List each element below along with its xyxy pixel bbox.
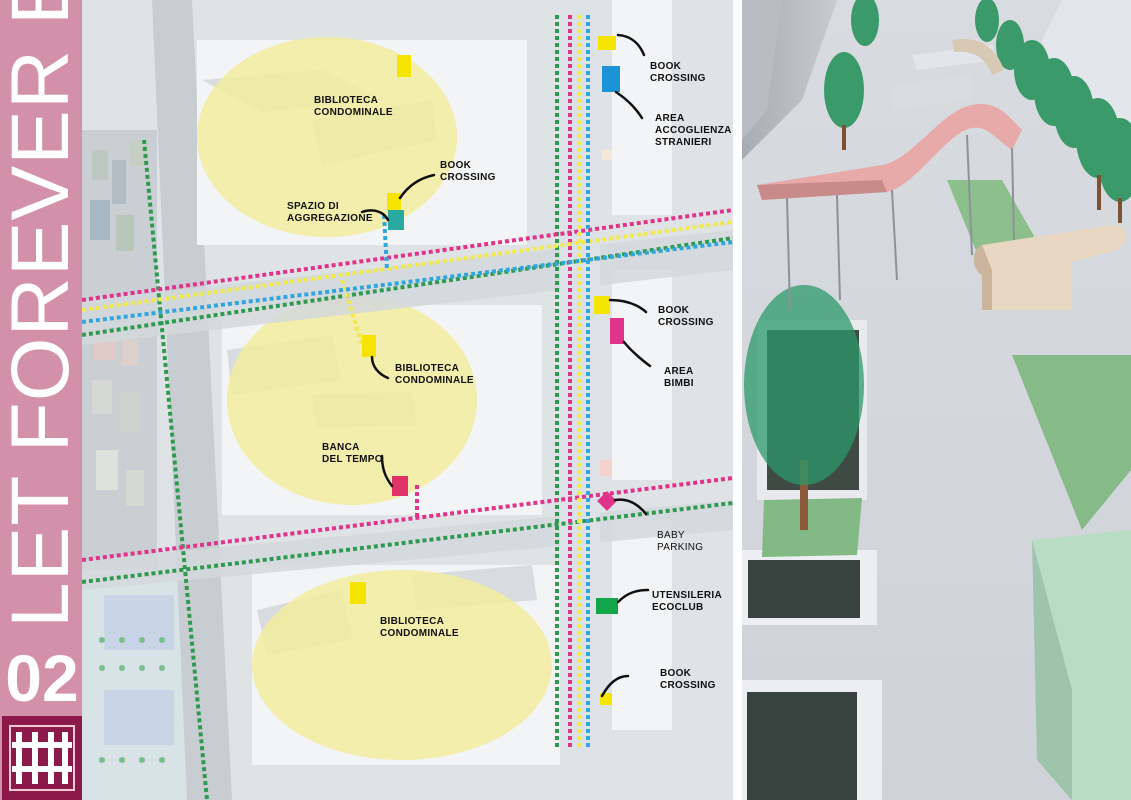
- label-banca-del-tempo: BANCA DEL TEMPO: [322, 442, 383, 466]
- label-line: AGGREGAZIONE: [287, 213, 373, 224]
- label-line: CONDOMINALE: [395, 375, 474, 386]
- site-plan-map: [82, 0, 733, 800]
- label-line: BABY: [657, 530, 685, 541]
- label-line: BOOK: [660, 668, 692, 679]
- label-line: ACCOGLIENZA: [655, 125, 732, 136]
- label-line: BIMBI: [664, 378, 694, 389]
- label-line: AREA: [655, 113, 685, 124]
- label-biblioteca-1: BIBLIOTECA CONDOMINALE: [314, 95, 393, 119]
- label-line: BANCA: [322, 442, 360, 453]
- poster-title: LET FOREVER BE: [0, 0, 82, 628]
- label-line: BIBLIOTECA: [395, 363, 460, 374]
- label-line: CROSSING: [660, 680, 716, 691]
- label-line: ECOCLUB: [652, 602, 704, 613]
- label-line: AREA: [664, 366, 694, 377]
- label-line: BOOK: [650, 61, 682, 72]
- label-biblioteca-2: BIBLIOTECA CONDOMINALE: [395, 363, 474, 387]
- label-line: CROSSING: [440, 172, 496, 183]
- label-biblioteca-3: BIBLIOTECA CONDOMINALE: [380, 616, 459, 640]
- label-line: UTENSILERIA: [652, 590, 722, 601]
- label-spazio-aggregazione: SPAZIO DI AGGREGAZIONE: [287, 201, 373, 225]
- sidebar: LET FOREVER BE 02: [0, 0, 82, 800]
- label-line: CONDOMINALE: [380, 628, 459, 639]
- label-area-bimbi: AREA BIMBI: [664, 366, 694, 390]
- label-baby-parking: BABY PARKING: [657, 530, 703, 554]
- label-book-crossing-2: BOOK CROSSING: [650, 61, 706, 85]
- label-book-crossing-4: BOOK CROSSING: [660, 668, 716, 692]
- label-line: BOOK: [658, 305, 690, 316]
- label-book-crossing-1: BOOK CROSSING: [440, 160, 496, 184]
- logo: [2, 716, 82, 800]
- label-line: CROSSING: [658, 317, 714, 328]
- label-line: SPAZIO DI: [287, 201, 339, 212]
- label-line: BIBLIOTECA: [380, 616, 445, 627]
- panel-divider: [733, 0, 742, 800]
- label-utensileria-ecoclub: UTENSILERIA ECOCLUB: [652, 590, 722, 614]
- label-book-crossing-3: BOOK CROSSING: [658, 305, 714, 329]
- street-render: [742, 0, 1131, 800]
- label-line: PARKING: [657, 542, 704, 553]
- label-line: CROSSING: [650, 73, 706, 84]
- label-line: CONDOMINALE: [314, 107, 393, 118]
- section-number: 02: [5, 641, 79, 715]
- label-line: DEL TEMPO: [322, 454, 383, 465]
- label-line: BOOK: [440, 160, 472, 171]
- label-line: STRANIERI: [655, 137, 712, 148]
- label-area-accoglienza: AREA ACCOGLIENZA STRANIERI: [655, 113, 732, 149]
- label-line: BIBLIOTECA: [314, 95, 379, 106]
- logo-mark-icon: [9, 725, 75, 791]
